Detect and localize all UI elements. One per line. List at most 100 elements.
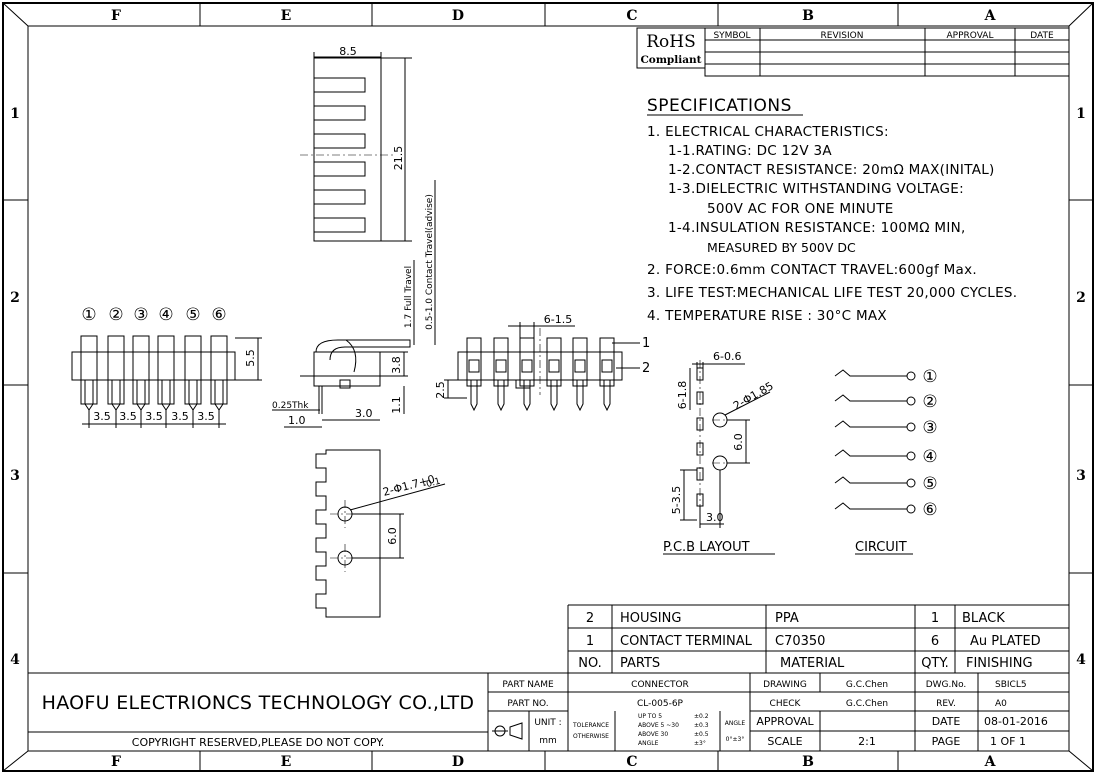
bom-cell: BLACK: [962, 611, 1005, 626]
pin-number: ⑤: [185, 305, 200, 325]
dim-pcb-618: 6-1.8: [676, 381, 689, 409]
rev-revision-header: REVISION: [821, 31, 864, 41]
dim-pcb-2185: 2-Φ1.85: [731, 379, 776, 412]
zone-col-c-bottom: C: [626, 754, 637, 770]
title-block: HAOFU ELECTRIONCS TECHNOLOGY CO.,LTD COP…: [28, 672, 1069, 751]
zone-col-a-bottom: A: [984, 754, 997, 770]
side-view: 3.8 1.1 0.25Thk 1.0 3.0: [272, 339, 411, 428]
dwgno-value: SBICL5: [995, 680, 1027, 690]
bom-header: FINISHING: [966, 656, 1033, 671]
revision-table: SYMBOL REVISION APPROVAL DATE: [704, 27, 1070, 77]
dim-d30: 3.0: [355, 407, 373, 420]
callout-2: 2: [642, 361, 650, 376]
zone-col-f-bottom: F: [111, 754, 121, 770]
pin-number: ③: [133, 305, 148, 325]
inner-frame: [27, 25, 1070, 752]
circuit-pin: ⑥: [922, 500, 937, 520]
circuit-diagram: ① ② ③ ④ ⑤ ⑥ CIRCUIT: [834, 367, 938, 555]
tol-value: ±0.5: [694, 731, 709, 738]
dim-thickness: 0.25Thk: [272, 401, 309, 411]
zone-row-3-right: 3: [1076, 468, 1086, 484]
bom-cell: C70350: [775, 634, 825, 649]
angle-value: 0°±3°: [726, 736, 745, 743]
dim-h55: 5.5: [244, 349, 257, 367]
dim-d10: 1.0: [288, 414, 306, 427]
spec-title: SPECIFICATIONS: [647, 96, 792, 116]
drawing-by: G.C.Chen: [846, 680, 888, 690]
check-by: G.C.Chen: [846, 699, 888, 709]
circuit-pin: ④: [922, 447, 937, 467]
part-name-value: CONNECTOR: [631, 680, 689, 690]
rohs-text: RoHS: [646, 32, 696, 52]
dim-d60: 6.0: [386, 527, 399, 545]
copyright-notice: COPYRIGHT RESERVED,PLEASE DO NOT COPY.: [132, 736, 384, 749]
bom-header: QTY.: [921, 656, 949, 671]
spec-line: 1. ELECTRICAL CHARACTERISTICS:: [647, 124, 889, 140]
rev-approval-header: APPROVAL: [947, 31, 994, 41]
bom-cell: 2: [586, 611, 594, 626]
dim-top-height: 21.5: [392, 146, 405, 171]
spec-line: 1-1.RATING: DC 12V 3A: [668, 143, 832, 159]
tol-range: ABOVE 30: [638, 731, 668, 738]
bom-cell: 1: [931, 611, 939, 626]
zone-row-1-right: 1: [1076, 106, 1086, 122]
zone-ticks: [3, 3, 1093, 771]
circuit-pin: ①: [922, 367, 937, 387]
bom-header: NO.: [578, 656, 602, 671]
dim-pcb-535: 5-3.5: [670, 486, 683, 514]
bom-cell: 1: [586, 634, 594, 649]
tol-range: UP TO 5: [638, 713, 662, 720]
unit-label: UNIT :: [534, 718, 561, 728]
page-label: PAGE: [932, 735, 961, 748]
scale-value: 2:1: [858, 735, 876, 748]
page-value: 1 OF 1: [990, 735, 1026, 748]
tol-value: ±3°: [694, 740, 706, 747]
projection-symbol-icon: [492, 722, 523, 740]
zone-row-4-right: 4: [1076, 652, 1086, 668]
rev-label: REV.: [936, 699, 956, 709]
date-value: 08-01-2016: [984, 715, 1048, 728]
unit-value: mm: [539, 736, 557, 746]
dim-full-travel: 1.7 Full Travel: [404, 266, 414, 328]
zone-col-b: B: [802, 8, 814, 24]
rohs-stamp: RoHS Compliant: [636, 27, 706, 69]
dim-pcb-60: 6.0: [732, 433, 745, 451]
pin-number: ④: [158, 305, 173, 325]
front-view-right: 6-1.5 1 2 2.5: [434, 313, 650, 412]
tolerance-label: TOLERANCE: [572, 722, 609, 729]
spec-line: 1-4.INSULATION RESISTANCE: 100MΩ MIN,: [668, 220, 966, 236]
tol-range: ABOVE 5 ~30: [638, 722, 679, 729]
dim-h38: 3.8: [390, 356, 403, 374]
date-label: DATE: [932, 715, 961, 728]
zone-row-3: 3: [10, 468, 20, 484]
part-name-label: PART NAME: [502, 680, 554, 690]
part-no-value: CL-005-6P: [637, 699, 684, 709]
spec-line: 4. TEMPERATURE RISE : 30°C MAX: [647, 308, 887, 324]
dim-pcb-30: 3.0: [706, 511, 724, 524]
tol-range: ANGLE: [638, 740, 659, 747]
angle-label: ANGLE: [725, 720, 746, 727]
check-label: CHECK: [770, 699, 802, 709]
spec-line: 1-2.CONTACT RESISTANCE: 20mΩ MAX(INITAL): [668, 162, 995, 178]
dim-h25: 2.5: [434, 381, 447, 399]
specifications: SPECIFICATIONS 1. ELECTRICAL CHARACTERIS…: [647, 96, 1017, 324]
spec-line: 3. LIFE TEST:MECHANICAL LIFE TEST 20,000…: [647, 285, 1017, 301]
spec-line: MEASURED BY 500V DC: [707, 240, 856, 255]
dim-p615: 6-1.5: [544, 313, 572, 326]
approval-label: APPROVAL: [756, 715, 814, 728]
zone-row-2: 2: [10, 290, 20, 306]
part-no-label: PART NO.: [507, 699, 548, 709]
zone-col-e-bottom: E: [281, 754, 292, 770]
zone-col-d-bottom: D: [452, 754, 464, 770]
dim-pitch: 3.5: [119, 410, 137, 423]
spec-line: 500V AC FOR ONE MINUTE: [707, 201, 894, 217]
tol-value: ±0.3: [694, 722, 709, 729]
bom-cell: CONTACT TERMINAL: [620, 634, 753, 649]
rev-symbol-header: SYMBOL: [713, 31, 750, 41]
circuit-label: CIRCUIT: [855, 540, 907, 555]
top-view: 8.5 21.5 0.5-1.0 Contact Travel(advise) …: [300, 45, 436, 345]
tol-value: ±0.2: [694, 713, 709, 720]
zone-col-d: D: [452, 8, 464, 24]
zone-col-f: F: [111, 8, 121, 24]
